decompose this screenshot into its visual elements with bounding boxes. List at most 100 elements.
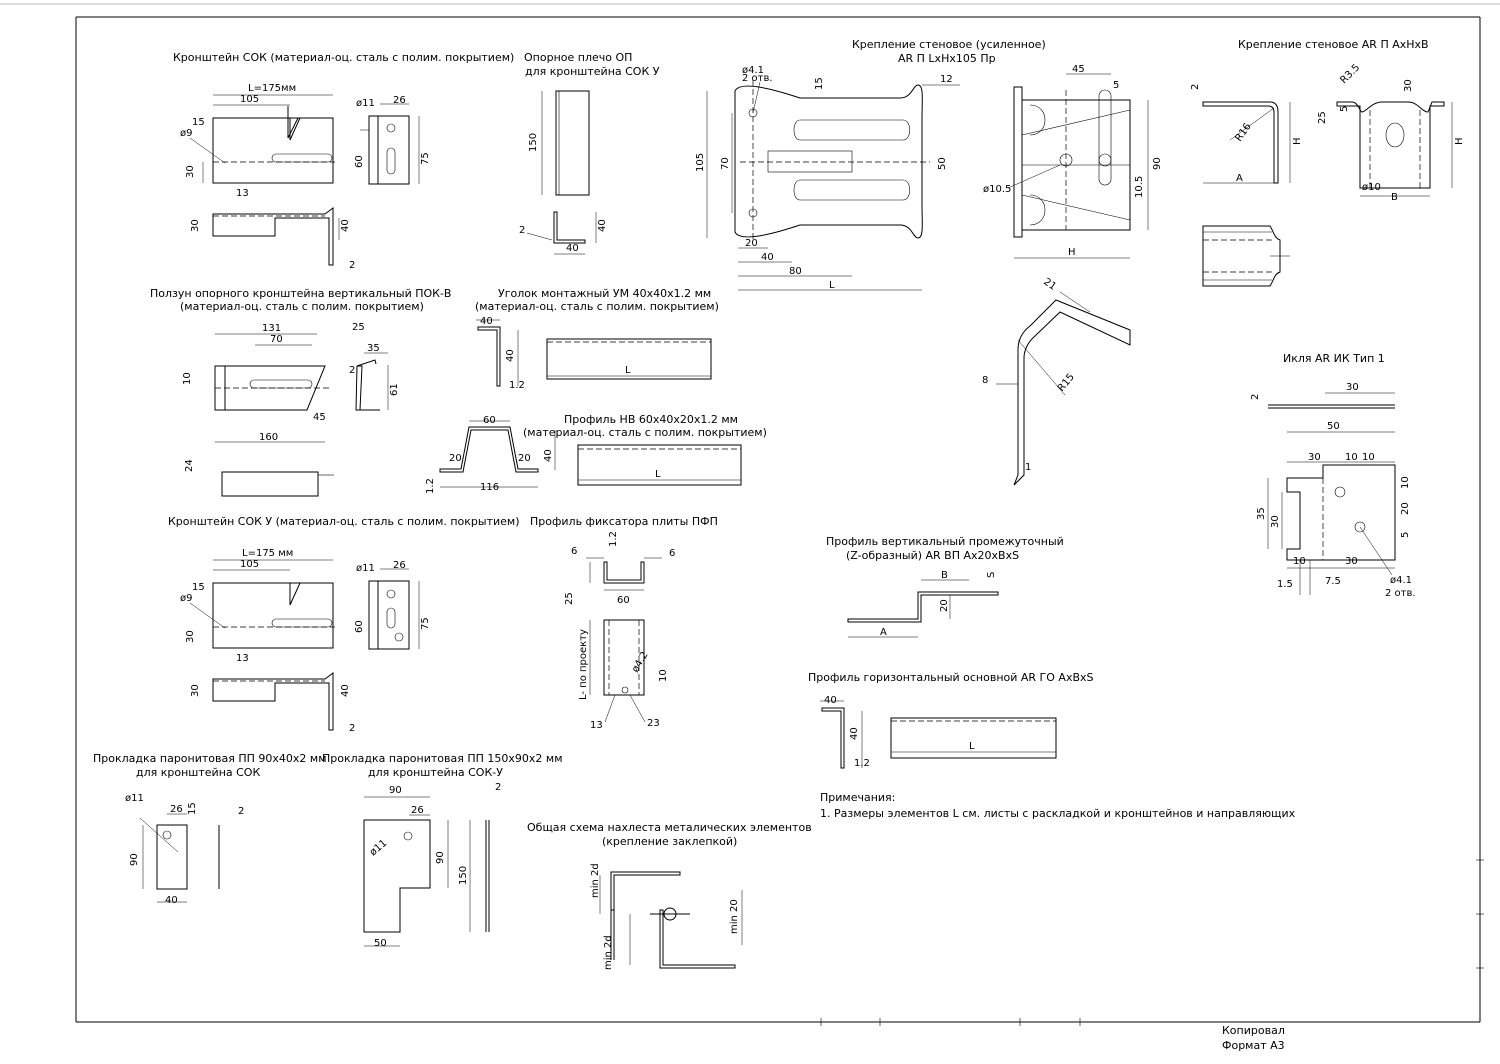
dimension-label: 40 bbox=[761, 252, 774, 263]
dimension-label: 13 bbox=[590, 720, 603, 731]
gasket-pp-150x90: Прокладка паронитовая ПП 150x90x2 мм для… bbox=[322, 752, 563, 949]
dimension-label: 10 bbox=[1362, 452, 1375, 463]
wall-bracket-ahb: Крепление стеновое AR П AxHxB 2 R16 H A … bbox=[1190, 38, 1465, 287]
dimension-label: 8 bbox=[982, 375, 988, 386]
dimension-label: ø4.1 bbox=[742, 65, 764, 76]
dimension-label: 30 bbox=[190, 219, 201, 232]
bent-element: 21 8 R15 1 bbox=[982, 276, 1131, 486]
dimension-label: 10 bbox=[182, 372, 193, 385]
dimension-label: 40 bbox=[824, 695, 837, 706]
dimension-label: 90 bbox=[435, 851, 446, 864]
dimension-label: 15 bbox=[187, 802, 198, 815]
bracket-sok-u: Кронштейн СОК У (материал-оц. сталь с по… bbox=[168, 515, 520, 734]
dimension-label: 90 bbox=[389, 785, 402, 796]
dimension-label: 30 bbox=[1308, 452, 1321, 463]
dimension-label: 40 bbox=[340, 219, 351, 232]
dimension-label: ø10 bbox=[1362, 182, 1381, 193]
dimension-label: 21 bbox=[1041, 276, 1058, 292]
dimension-label: 50 bbox=[374, 938, 387, 949]
dimension-label: 90 bbox=[1152, 157, 1163, 170]
dimension-label: 131 bbox=[262, 323, 281, 334]
drawing-title: (Z-образный) AR ВП Ax20xBxS bbox=[846, 549, 1019, 562]
dimension-label: ø9 bbox=[180, 128, 192, 139]
dimension-label: 2 отв. bbox=[1385, 588, 1416, 599]
dimension-label: B bbox=[941, 570, 948, 581]
dimension-label: 2 bbox=[349, 723, 355, 734]
format-label: Формат А3 bbox=[1222, 1039, 1285, 1052]
dimension-label: L=175 мм bbox=[242, 548, 293, 559]
dimension-label: 2 bbox=[349, 260, 355, 271]
dimension-label: 10 bbox=[1345, 452, 1358, 463]
notes-heading: Примечания: bbox=[820, 791, 895, 804]
dimension-label: 2 bbox=[349, 365, 355, 376]
dimension-label: ø4.2 bbox=[630, 650, 651, 675]
dimension-label: 30 bbox=[185, 165, 196, 178]
dimension-label: 25 bbox=[1317, 111, 1328, 124]
dimension-label: H bbox=[1454, 137, 1465, 145]
drawing-title: (материал-оц. сталь с полим. покрытием) bbox=[180, 300, 424, 313]
dimension-label: 13 bbox=[236, 653, 249, 664]
dimension-label: 15 bbox=[814, 77, 825, 90]
dimension-label: A bbox=[880, 627, 887, 638]
gasket-pp-90x40: Прокладка паронитовая ПП 90x40x2 мм для … bbox=[93, 752, 327, 906]
profile-nv: Профиль НВ 60x40x20x1.2 мм (материал-оц.… bbox=[425, 413, 767, 494]
angle-um: Уголок монтажный УМ 40x40x1.2 мм (матери… bbox=[475, 287, 719, 391]
dimension-label: 35 bbox=[1256, 507, 1267, 520]
drawing-title: Крепление стеновое (усиленное) bbox=[852, 38, 1046, 51]
dimension-label: A bbox=[1236, 173, 1243, 184]
dimension-label: 1 bbox=[1025, 462, 1031, 473]
copied-label: Копировал bbox=[1222, 1024, 1285, 1037]
notes-item-1: 1. Размеры элементов L см. листы с раскл… bbox=[820, 807, 1296, 820]
dimension-label: ø11 bbox=[368, 838, 390, 859]
dimension-label: 75 bbox=[420, 617, 431, 630]
dimension-label: 10 bbox=[1293, 556, 1306, 567]
dimension-label: 1.5 bbox=[1277, 579, 1293, 590]
dimension-label: 1.2 bbox=[509, 380, 525, 391]
dimension-label: 40 bbox=[597, 219, 608, 232]
drawing-title: (материал-оц. сталь с полим. покрытием) bbox=[523, 426, 767, 439]
dimension-label: 7.5 bbox=[1325, 576, 1341, 587]
dimension-label: 2 bbox=[519, 225, 525, 236]
clip-ik-type1: Икля AR ИК Тип 1 2 30 50 30 10 10 10 35 … bbox=[1250, 352, 1416, 599]
drawing-title: AR П LxHx105 Пр bbox=[898, 52, 996, 65]
dimension-label: 50 bbox=[1327, 421, 1340, 432]
dimension-label: 2 bbox=[1250, 394, 1261, 400]
dimension-label: 40 bbox=[543, 449, 554, 462]
dimension-label: 23 bbox=[647, 718, 660, 729]
sheet-frame bbox=[75, 16, 1484, 1026]
drawing-title: Икля AR ИК Тип 1 bbox=[1283, 352, 1385, 365]
drawing-title: Профиль горизонтальный основной AR ГО Ax… bbox=[808, 671, 1094, 684]
dimension-label: L- по проекту bbox=[578, 629, 589, 700]
dimension-label: 116 bbox=[480, 482, 499, 493]
dimension-label: 30 bbox=[1403, 79, 1414, 92]
slider-pok-v: Ползун опорного кронштейна вертикальный … bbox=[150, 287, 451, 497]
dimension-label: 80 bbox=[789, 266, 802, 277]
dimension-label: 2 bbox=[238, 806, 244, 817]
dimension-label: min 20 bbox=[729, 899, 740, 934]
dimension-label: 61 bbox=[389, 383, 400, 396]
dimension-label: 20 bbox=[518, 453, 531, 464]
dimension-label: 70 bbox=[270, 334, 283, 345]
overlap-scheme: Общая схема нахлеста металических элемен… bbox=[527, 821, 812, 970]
profile-go: Профиль горизонтальный основной AR ГО Ax… bbox=[808, 671, 1094, 769]
dimension-label: S bbox=[986, 572, 997, 578]
dimension-label: 26 bbox=[411, 805, 424, 816]
dimension-label: 5 bbox=[1113, 80, 1119, 91]
dimension-label: 26 bbox=[393, 95, 406, 106]
drawing-title: Кронштейн СОК У (материал-оц. сталь с по… bbox=[168, 515, 520, 528]
dimension-label: 105 bbox=[695, 153, 706, 172]
dimension-label: 150 bbox=[528, 133, 539, 152]
wall-bracket-side-view: 45 5 ø10.5 90 10.5 H bbox=[983, 64, 1163, 259]
notes: Примечания: 1. Размеры элементов L см. л… bbox=[820, 791, 1296, 820]
dimension-label: 26 bbox=[170, 804, 183, 815]
dimension-label: 6 bbox=[669, 548, 675, 559]
dimension-label: 45 bbox=[313, 412, 326, 423]
drawing-title: Профиль фиксатора плиты ПФП bbox=[530, 515, 718, 528]
dimension-label: 45 bbox=[1072, 64, 1085, 75]
dimension-label: ø4.1 bbox=[1390, 575, 1412, 586]
dimension-label: 10.5 bbox=[1134, 176, 1145, 198]
dimension-label: 60 bbox=[617, 595, 630, 606]
drawing-title: Профиль НВ 60x40x20x1.2 мм bbox=[564, 413, 738, 426]
dimension-label: 60 bbox=[354, 620, 365, 633]
dimension-label: R15 bbox=[1056, 372, 1077, 394]
